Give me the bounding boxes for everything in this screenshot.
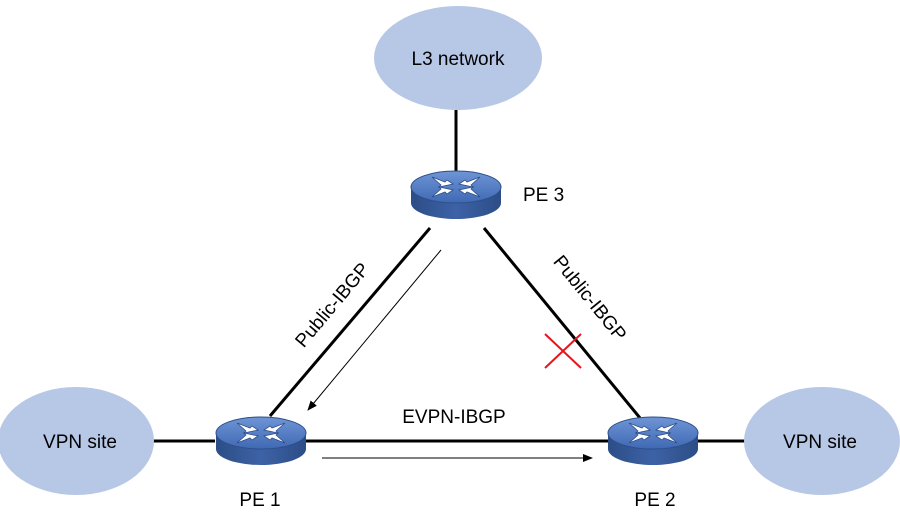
cloud-vpn-site-left-label: VPN site — [43, 432, 117, 453]
cloud-vpn-site-right-label: VPN site — [783, 432, 857, 453]
link-label-pe3-pe2: Public-IBGP — [549, 252, 630, 346]
link-fault-x-icon — [544, 333, 582, 369]
router-pe2: PE 2 — [607, 416, 699, 511]
link-pe3-pe1 — [268, 227, 432, 417]
arrows-layer — [307, 249, 593, 462]
link-pe3-pe2 — [482, 227, 642, 419]
cloud-l3-network-label: L3 network — [412, 49, 505, 70]
router-pe1-label: PE 1 — [239, 490, 280, 511]
router-icon — [410, 170, 502, 220]
router-pe3-label: PE 3 — [523, 185, 564, 206]
cloud-l3-network: L3 network — [374, 6, 542, 110]
arrow-pe3-to-pe1 — [307, 249, 442, 411]
cloud-vpn-site-right: VPN site — [744, 387, 900, 495]
router-pe3: PE 3 — [410, 170, 564, 220]
router-pe2-label: PE 2 — [634, 490, 675, 511]
link-label-pe1-pe2: EVPN-IBGP — [402, 407, 505, 428]
router-pe1: PE 1 — [215, 416, 307, 511]
router-icon — [607, 416, 699, 466]
cloud-vpn-site-left: VPN site — [0, 387, 154, 495]
router-icon — [215, 416, 307, 466]
links-layer — [152, 110, 748, 443]
link-label-pe3-pe1: Public-IBGP — [291, 259, 374, 352]
